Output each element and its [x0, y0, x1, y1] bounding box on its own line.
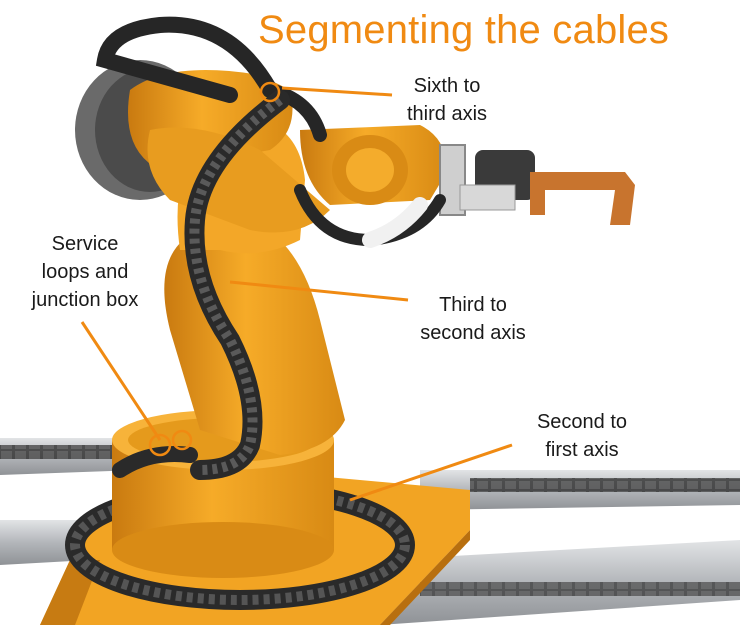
label-line: third axis [406, 103, 488, 125]
label-line: Third to [439, 294, 507, 316]
label-line: Second to [536, 411, 628, 433]
label-line: second axis [420, 322, 526, 344]
cable-routing [95, 16, 446, 480]
label-line: junction box [31, 289, 139, 311]
label-service-loops: Service loops and junction box [10, 230, 160, 314]
label-second-to-first-axis: Second to first axis [512, 408, 652, 464]
label-line: Service [51, 233, 119, 255]
label-line: first axis [545, 439, 619, 461]
label-sixth-to-third-axis: Sixth to third axis [382, 72, 512, 128]
welding-gun [439, 144, 635, 225]
label-third-to-second-axis: Third to second axis [398, 291, 548, 347]
floor-rails [0, 438, 740, 625]
label-line: loops and [41, 261, 129, 283]
label-line: Sixth to [413, 75, 481, 97]
robot-forearm [300, 125, 446, 205]
leader-lines [80, 81, 513, 502]
diagram-title: Segmenting the cables [258, 8, 670, 52]
